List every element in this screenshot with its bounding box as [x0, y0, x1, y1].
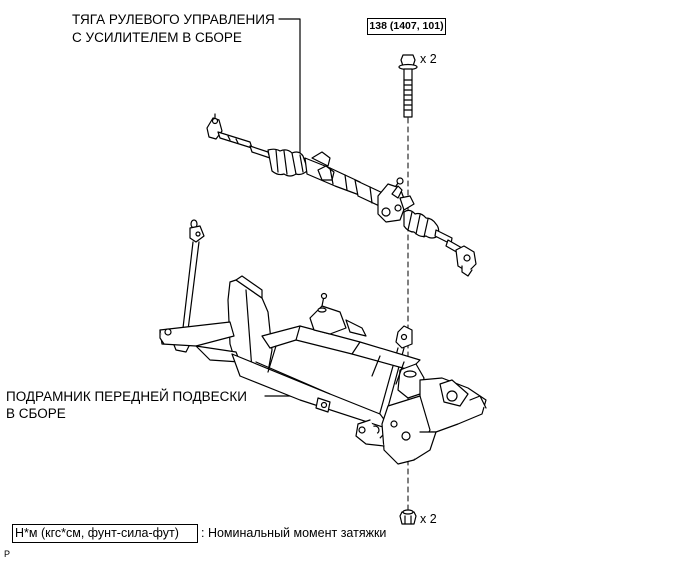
steering-gear-label-line1: ТЯГА РУЛЕВОГО УПРАВЛЕНИЯ: [72, 12, 275, 27]
nut-quantity: x 2: [420, 512, 437, 526]
bolt-quantity: x 2: [420, 52, 437, 66]
bolt-icon: [398, 54, 418, 118]
subframe-label-line2: В СБОРЕ: [6, 406, 66, 421]
subframe-illustration: [159, 275, 487, 465]
nut-icon: [399, 509, 417, 525]
corner-mark: P: [4, 549, 11, 559]
torque-unit-legend-box: Н*м (кгс*см, фунт-сила-фут): [12, 524, 198, 543]
steering-gear-label-line2: С УСИЛИТЕЛЕМ В СБОРЕ: [72, 30, 242, 45]
torque-legend-description: : Номинальный момент затяжки: [201, 526, 387, 540]
subframe-label-line1: ПОДРАМНИК ПЕРЕДНЕЙ ПОДВЕСКИ: [6, 389, 247, 404]
steering-gear-illustration: [206, 113, 477, 277]
torque-spec-box: 138 (1407, 101): [367, 18, 446, 35]
steering-label-leader: [278, 18, 301, 166]
